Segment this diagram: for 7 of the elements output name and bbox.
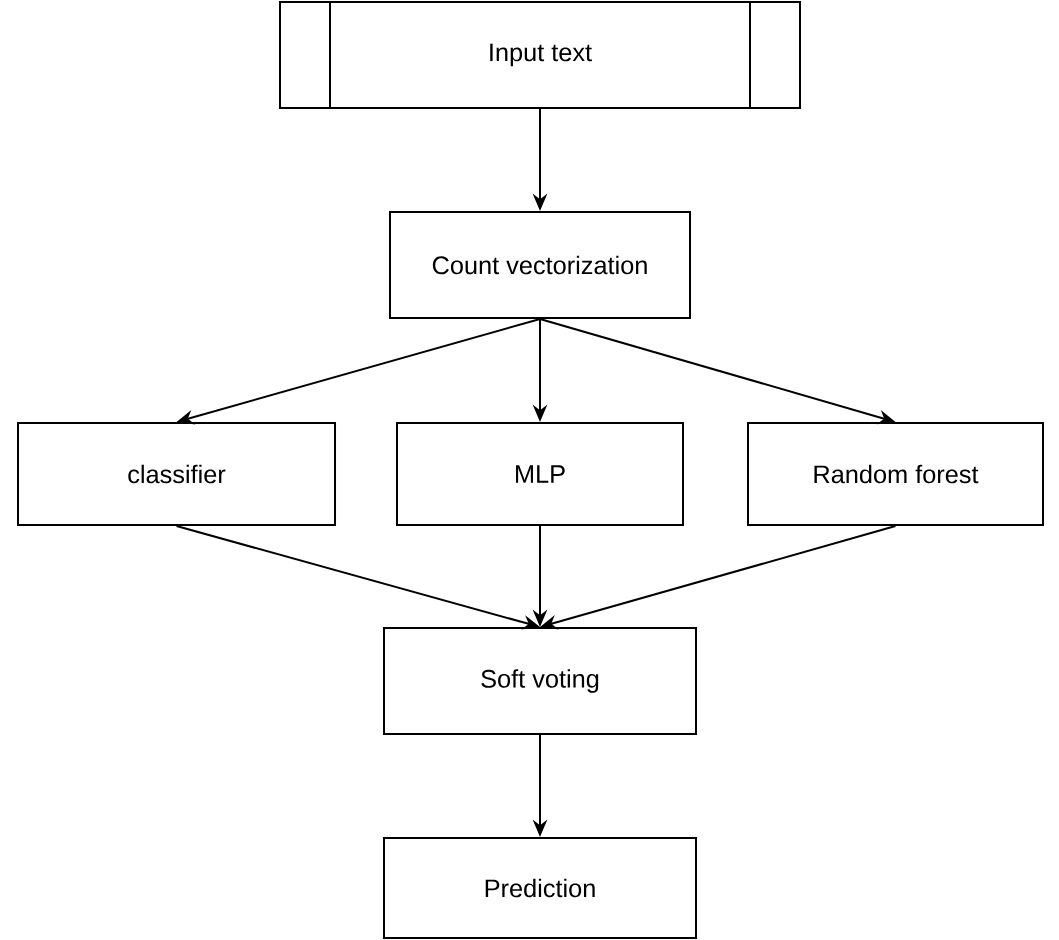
process-box: Random forest [747,422,1044,526]
process-box: Soft voting [383,627,697,735]
process-box: classifier [17,422,336,526]
process-box: MLP [396,422,684,526]
process-box: Count vectorization [389,211,691,319]
process-box: Prediction [383,837,697,939]
process-box: Input text [279,0,801,110]
